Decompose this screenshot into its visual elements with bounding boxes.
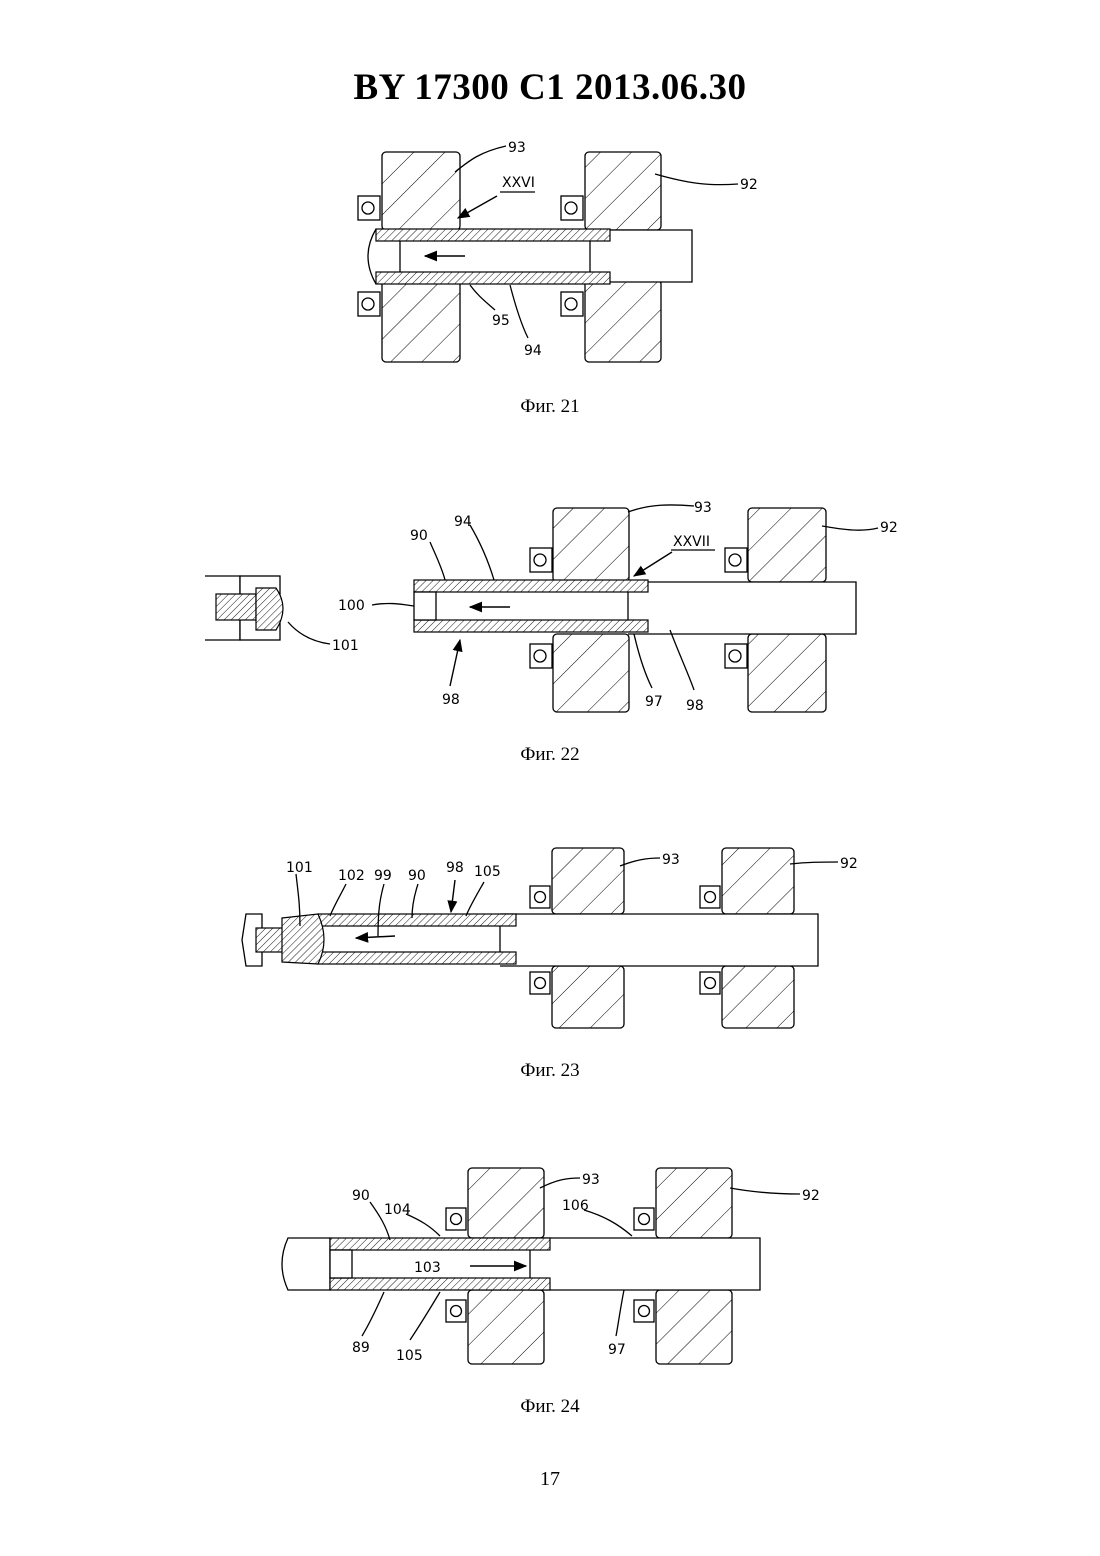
- figure-23-drawing: 101 102 99 90 98 105 93 92: [0, 840, 1100, 1040]
- label-99: 99: [374, 868, 392, 884]
- label-102: 102: [338, 868, 365, 884]
- figure-24-drawing: 90 104 93 106 92 103 89 105 97: [0, 1160, 1100, 1380]
- label-94: 94: [454, 514, 472, 530]
- block-93-upper: [468, 1168, 544, 1238]
- tube-wall-upper: [376, 229, 610, 241]
- block-93-upper: [553, 508, 629, 582]
- tube-wall-upper: [330, 1238, 550, 1250]
- label-92: 92: [840, 856, 858, 872]
- tube-wall-lower: [414, 620, 648, 632]
- label-98-right: 98: [686, 698, 704, 714]
- label-94: 94: [524, 343, 542, 359]
- block-92-lower: [656, 1290, 732, 1364]
- block-92-lower: [722, 966, 794, 1028]
- shaft: [530, 1238, 760, 1290]
- label-106: 106: [562, 1198, 589, 1214]
- tube-wall-lower: [330, 1278, 550, 1290]
- caption-fig-24: Фиг. 24: [0, 1396, 1100, 1418]
- figure-21-drawing: 93 92 XXVI 95 94: [0, 130, 1100, 430]
- label-98: 98: [446, 860, 464, 876]
- caption-fig-21: Фиг. 21: [0, 396, 1100, 418]
- label-92: 92: [802, 1188, 820, 1204]
- figure-22: 93 92 90 94 XXVII 100 101 98 97 98: [0, 490, 1100, 730]
- caption-fig-22: Фиг. 22: [0, 744, 1100, 766]
- label-98-left: 98: [442, 692, 460, 708]
- label-101: 101: [332, 638, 359, 654]
- figure-22-drawing: 93 92 90 94 XXVII 100 101 98 97 98: [0, 490, 1100, 730]
- label-92: 92: [880, 520, 898, 536]
- label-92: 92: [740, 177, 758, 193]
- rod-end-89: [282, 1238, 330, 1290]
- shaft: [500, 914, 818, 966]
- block-92-lower: [585, 280, 661, 362]
- label-93: 93: [694, 500, 712, 516]
- tube-wall-lower: [376, 272, 610, 284]
- label-97: 97: [645, 694, 663, 710]
- block-93-upper: [552, 848, 624, 914]
- section-mark: XXVII: [673, 534, 710, 550]
- caption-fig-23: Фиг. 23: [0, 1060, 1100, 1082]
- figure-24: 90 104 93 106 92 103 89 105 97: [0, 1160, 1100, 1380]
- label-93: 93: [582, 1172, 600, 1188]
- block-93-lower: [382, 280, 460, 362]
- label-90: 90: [352, 1188, 370, 1204]
- label-90: 90: [408, 868, 426, 884]
- block-92-upper: [585, 152, 661, 230]
- label-105: 105: [396, 1348, 423, 1364]
- section-mark: XXVI: [502, 175, 535, 191]
- tube-wall-upper: [414, 580, 648, 592]
- label-104: 104: [384, 1202, 411, 1218]
- block-93-upper: [382, 152, 460, 230]
- part-101-detail: [205, 576, 283, 640]
- part-101: [242, 914, 324, 966]
- tube-wall-upper: [318, 914, 516, 926]
- flow-arrow-icon: [356, 936, 395, 938]
- block-92-lower: [748, 634, 826, 712]
- label-90: 90: [410, 528, 428, 544]
- label-93: 93: [662, 852, 680, 868]
- label-103: 103: [414, 1260, 441, 1276]
- tube-end: [368, 229, 376, 284]
- block-92-upper: [656, 1168, 732, 1238]
- page-number: 17: [0, 1468, 1100, 1491]
- block-92-upper: [722, 848, 794, 914]
- block-93-lower: [553, 634, 629, 712]
- block-93-lower: [552, 966, 624, 1028]
- label-105: 105: [474, 864, 501, 880]
- label-95: 95: [492, 313, 510, 329]
- block-92-upper: [748, 508, 826, 582]
- label-93: 93: [508, 140, 526, 156]
- label-101: 101: [286, 860, 313, 876]
- label-89: 89: [352, 1340, 370, 1356]
- label-97: 97: [608, 1342, 626, 1358]
- document-header: BY 17300 C1 2013.06.30: [0, 66, 1100, 109]
- label-100: 100: [338, 598, 365, 614]
- block-93-lower: [468, 1290, 544, 1364]
- figure-23: 101 102 99 90 98 105 93 92: [0, 840, 1100, 1040]
- shaft: [628, 582, 856, 634]
- tube-wall-lower: [318, 952, 516, 964]
- figure-21: 93 92 XXVI 95 94: [0, 130, 1100, 430]
